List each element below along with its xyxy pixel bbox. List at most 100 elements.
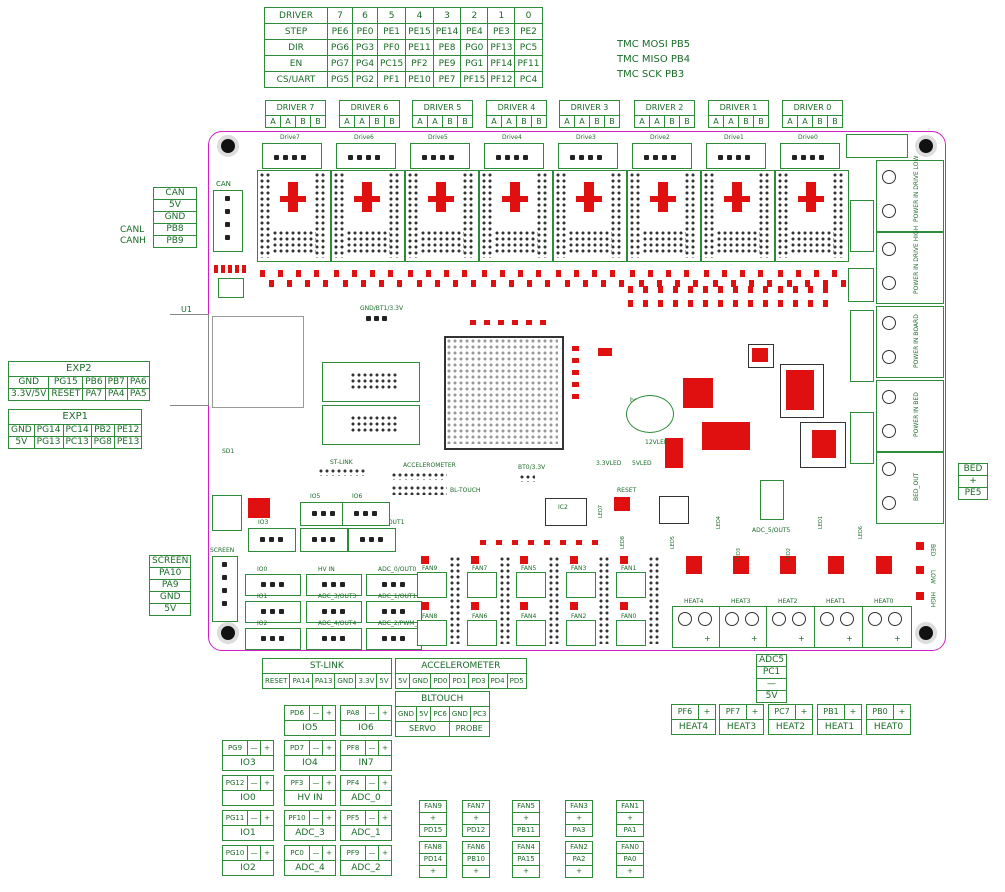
pin-cell: PC14 — [62, 424, 92, 437]
minus-cell: — — [309, 740, 323, 756]
smd-component — [417, 280, 422, 287]
smd-component — [592, 270, 597, 277]
smd-component — [471, 556, 479, 564]
canl-label: CANL — [120, 225, 145, 235]
table-row: IO3 — [222, 755, 274, 771]
connector-pin — [301, 155, 306, 160]
minus-cell: — — [365, 775, 379, 791]
pin-cell: + — [958, 475, 988, 488]
coil-pin-cell: B — [827, 115, 843, 128]
fan-jumpers — [648, 556, 660, 644]
capacitor-body — [786, 370, 814, 410]
plus-cell: + — [260, 845, 274, 861]
led-label: LED5 — [670, 536, 676, 549]
table-row: FAN3 — [565, 800, 593, 813]
io-name-cell: IO2 — [222, 860, 274, 876]
connector-pin — [278, 537, 283, 542]
pin-cell: PA0 — [616, 853, 644, 866]
fan-pin-table: FAN7+PD12 — [462, 800, 490, 837]
smd-component — [560, 540, 566, 545]
minus-cell: — — [309, 845, 323, 861]
pin-cell: PC4 — [514, 71, 543, 88]
coil-pin-cell: A — [501, 115, 517, 128]
plus-cell: + — [260, 775, 274, 791]
smd-component — [421, 602, 429, 610]
smd-component — [639, 280, 644, 287]
plus-cell: + — [746, 704, 764, 720]
row-header-cell: EN — [264, 55, 328, 72]
reset-button — [614, 497, 630, 511]
smd-component — [628, 300, 633, 307]
pin-cell: 5V — [153, 199, 197, 212]
terminal-screw — [882, 496, 896, 510]
smd-component — [536, 270, 541, 277]
coil-pin-cell: A — [339, 115, 355, 128]
pin-cell: PB7 — [104, 376, 128, 389]
pin-cell: PA5 — [126, 388, 150, 401]
connector-pin — [321, 537, 326, 542]
pin-cell: + — [616, 812, 644, 825]
exp-title-cell: EXP1 — [7, 409, 143, 425]
led-label: LED3 — [736, 548, 742, 561]
smd-component — [334, 270, 339, 277]
connector-pin — [391, 636, 396, 641]
pin-cell: GND — [448, 706, 471, 722]
pin-cell: 3.3V — [355, 673, 378, 689]
pin-cell: PD6 — [284, 705, 310, 721]
regulator — [665, 438, 683, 468]
connector-pin — [360, 537, 365, 542]
pin-cell: FAN3 — [565, 800, 593, 813]
connector-pin — [792, 155, 797, 160]
connector-pin — [269, 537, 274, 542]
coil-pin-cell: A — [782, 115, 798, 128]
io-name-cell: IO6 — [340, 720, 392, 736]
smd-component — [718, 286, 723, 293]
driver-jumper-block — [346, 230, 390, 254]
table-row: FAN6 — [462, 841, 490, 854]
mcu-pins — [446, 338, 558, 444]
stlink-pins — [318, 468, 366, 476]
fan-connector — [616, 572, 646, 598]
driver-pin-header — [407, 172, 419, 258]
minus-cell: — — [365, 705, 379, 721]
table-row: + — [512, 865, 540, 878]
smd-component — [408, 270, 413, 277]
heater-pin-table: PB0+HEAT0 — [866, 704, 911, 735]
table-row: PA15 — [512, 853, 540, 866]
connector-pin — [225, 209, 230, 214]
table-row: + — [462, 865, 490, 878]
driver-pin-header — [259, 172, 271, 258]
mounting-hole — [915, 135, 937, 157]
pin-cell: PA15 — [512, 853, 540, 866]
smd-component — [556, 270, 561, 277]
pin-cell: + — [419, 865, 447, 878]
fan-label: FAN6 — [472, 613, 488, 620]
mounting-hole — [217, 135, 239, 157]
adc3-label: ADC_3/OUT3 — [318, 593, 357, 600]
usb-chip — [248, 498, 270, 518]
table-row: FAN1 — [616, 800, 644, 813]
terminal-screw — [888, 612, 902, 626]
table-row: PA1 — [616, 824, 644, 837]
pin-cell: GND — [7, 376, 50, 389]
tmc-miso-label: TMC MISO PB4 — [617, 54, 691, 65]
table-row: EXP1 — [7, 409, 143, 425]
smd-component — [518, 270, 523, 277]
table-row: PA9 — [148, 579, 192, 592]
inductor-core — [752, 348, 768, 362]
pin-cell: PE10 — [405, 71, 434, 88]
table-row: PB9 — [153, 235, 197, 248]
drive-label: Drive4 — [502, 134, 522, 141]
io-pin-table: PG9—+IO3 — [222, 740, 274, 771]
table-row: PF4—+ — [340, 775, 392, 791]
driver-pin-header — [536, 172, 548, 258]
io-pin-table: PA8—+IO6 — [340, 705, 392, 736]
driver-header-name: DRIVER 4 — [486, 100, 547, 116]
pin-cell: PE2 — [514, 23, 543, 40]
